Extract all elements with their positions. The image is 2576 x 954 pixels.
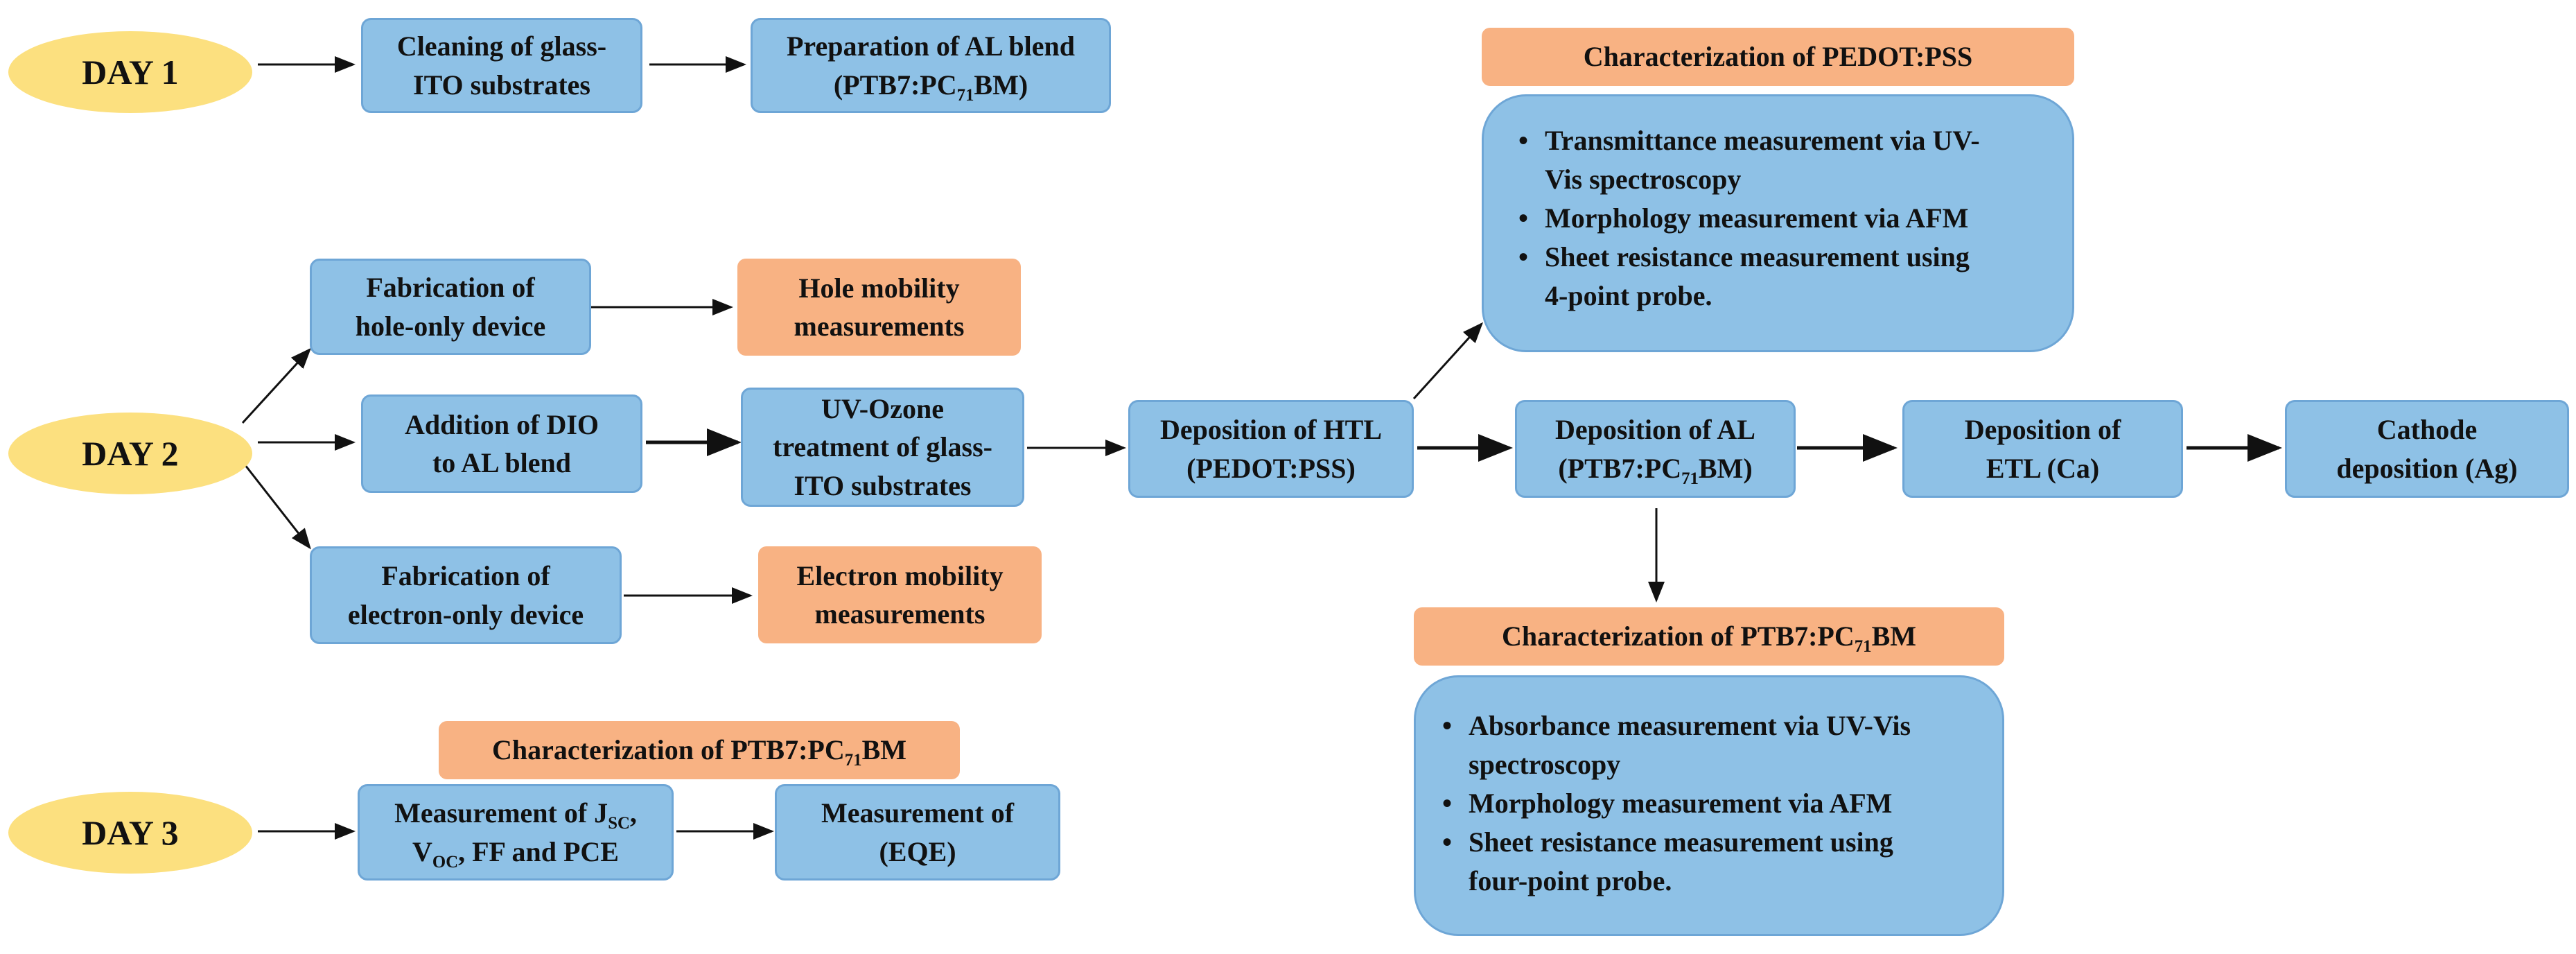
deposition-htl-box: Deposition of HTL (PEDOT:PSS): [1128, 400, 1414, 498]
ptb7-item-absorbance: Absorbance measurement via UV-Vis spectr…: [1442, 706, 1974, 784]
characterization-pedot-title: Characterization of PEDOT:PSS: [1482, 28, 2074, 86]
pedot-item-sheet-resistance: Sheet resistance measurement using 4-poi…: [1518, 238, 2044, 315]
cathode-deposition-box: Cathode deposition (Ag): [2285, 400, 2569, 498]
deposition-etl-box: Deposition of ETL (Ca): [1902, 400, 2183, 498]
pedot-item-morphology: Morphology measurement via AFM: [1518, 199, 2044, 238]
electron-mobility-measurements-box: Electron mobility measurements: [758, 546, 1042, 643]
day3-characterization-title: Characterization of PTB7:PC71BM: [439, 721, 960, 779]
characterization-ptb7-title: Characterization of PTB7:PC71BM: [1414, 607, 2004, 666]
arrow-day2-to-hole-fab: [241, 347, 312, 424]
hole-mobility-measurements-box: Hole mobility measurements: [737, 259, 1021, 356]
measurement-eqe-box: Measurement of (EQE): [775, 784, 1060, 881]
hole-only-device-box: Fabrication of hole-only device: [310, 259, 591, 355]
preparation-al-blend-box: Preparation of AL blend (PTB7:PC71BM): [751, 18, 1111, 113]
ptb7-item-morphology: Morphology measurement via AFM: [1442, 784, 1974, 823]
arrow-htl-to-char-pedot: [1412, 322, 1484, 400]
deposition-al-box: Deposition of AL (PTB7:PC71BM): [1515, 400, 1796, 498]
day-2-text: DAY 2: [82, 433, 179, 473]
characterization-ptb7-list: Absorbance measurement via UV-Vis spectr…: [1414, 675, 2004, 936]
characterization-pedot-list: Transmittance measurement via UV- Vis sp…: [1482, 94, 2074, 352]
ptb7-item-sheet-resistance: Sheet resistance measurement using four-…: [1442, 823, 1974, 901]
day-1-text: DAY 1: [82, 52, 179, 92]
arrow-day2-to-elec-fab: [241, 461, 311, 550]
day-3-label: DAY 3: [8, 792, 252, 874]
measurement-jsc-voc-ff-pce-box: Measurement of JSC, VOC, FF and PCE: [358, 784, 674, 881]
day-2-label: DAY 2: [8, 413, 252, 494]
uv-ozone-treatment-box: UV-Ozone treatment of glass- ITO substra…: [741, 388, 1024, 507]
addition-dio-box: Addition of DIO to AL blend: [361, 394, 642, 493]
cleaning-substrates-box: Cleaning of glass- ITO substrates: [361, 18, 642, 113]
day-3-text: DAY 3: [82, 813, 179, 852]
electron-only-device-box: Fabrication of electron-only device: [310, 546, 622, 644]
pedot-item-transmittance: Transmittance measurement via UV- Vis sp…: [1518, 121, 2044, 199]
day-1-label: DAY 1: [8, 31, 252, 113]
